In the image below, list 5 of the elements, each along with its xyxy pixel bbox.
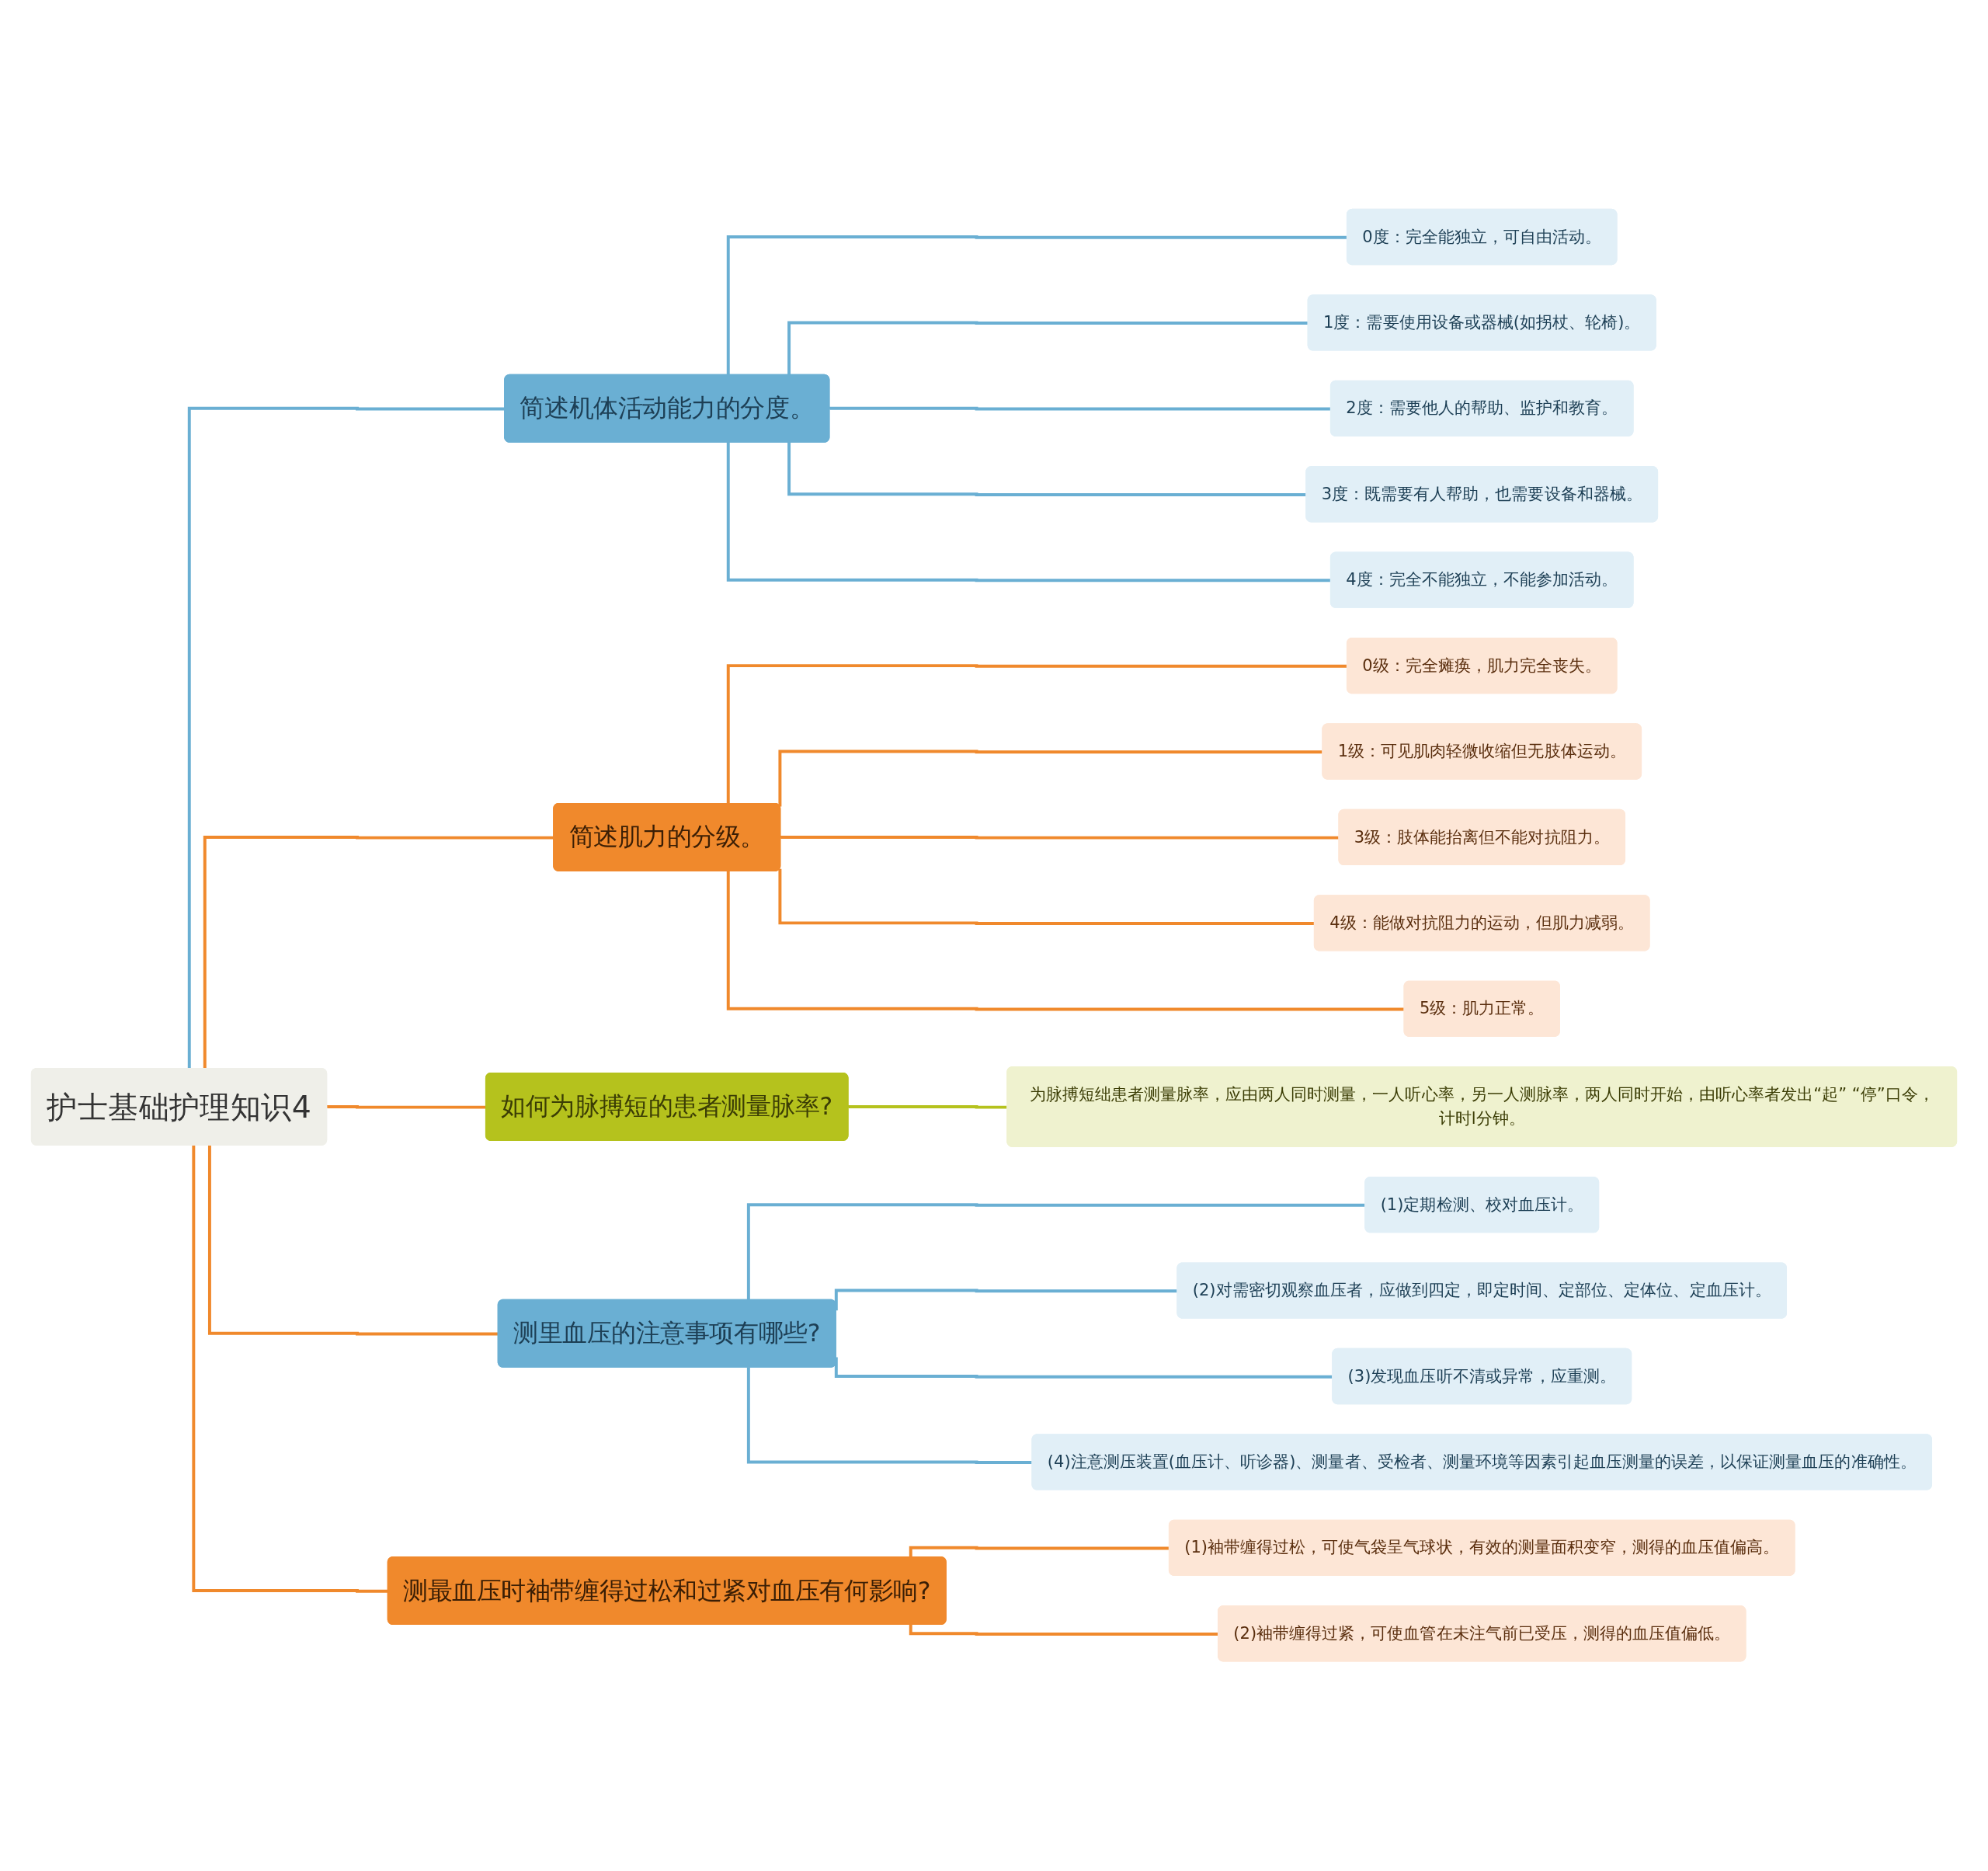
connector bbox=[726, 871, 1405, 1011]
connector bbox=[746, 1368, 1033, 1465]
connector bbox=[787, 321, 1309, 376]
connector bbox=[778, 749, 1323, 807]
connector bbox=[787, 443, 1307, 497]
